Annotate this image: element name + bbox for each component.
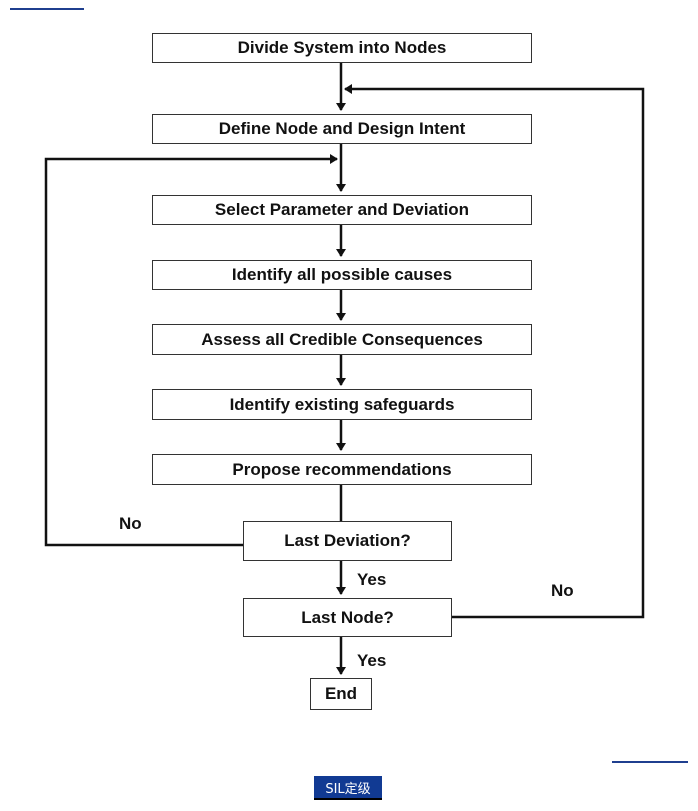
no-label-node: No bbox=[551, 581, 574, 600]
step-propose-recommendations: Propose recommendations bbox=[152, 454, 532, 485]
bottom-right-rule bbox=[612, 761, 688, 763]
decision-last-node: Last Node? bbox=[243, 598, 452, 637]
step-identify-causes: Identify all possible causes bbox=[152, 260, 532, 290]
end-terminal: End bbox=[310, 678, 372, 710]
step-divide-system: Divide System into Nodes bbox=[152, 33, 532, 63]
step-assess-consequences: Assess all Credible Consequences bbox=[152, 324, 532, 355]
sil-rating-badge[interactable]: SIL定级 bbox=[314, 776, 382, 800]
decision-last-deviation: Last Deviation? bbox=[243, 521, 452, 561]
yes-label-node: Yes bbox=[357, 651, 387, 670]
loop-last-node-no bbox=[344, 84, 645, 619]
step-identify-safeguards: Identify existing safeguards bbox=[152, 389, 532, 420]
no-label-deviation: No bbox=[119, 514, 142, 533]
step-select-parameter: Select Parameter and Deviation bbox=[152, 195, 532, 225]
loop-last-deviation-no bbox=[44, 154, 338, 547]
step-define-node-intent: Define Node and Design Intent bbox=[152, 114, 532, 144]
yes-label-deviation: Yes bbox=[357, 570, 387, 589]
top-left-rule bbox=[10, 8, 84, 10]
